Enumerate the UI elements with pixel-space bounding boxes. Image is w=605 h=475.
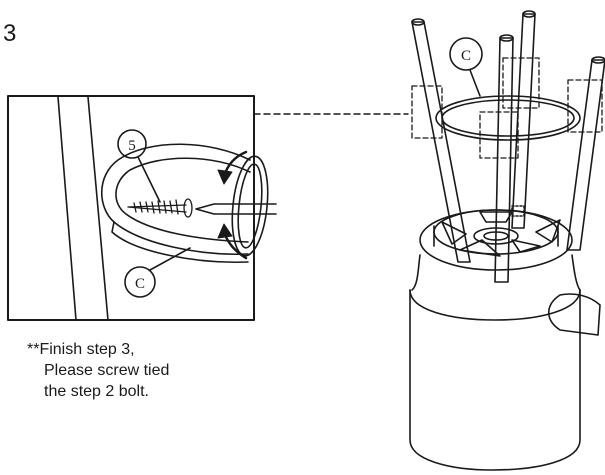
callout-circle-screw (117, 129, 147, 159)
callout-label-ring-detail: C (135, 276, 145, 292)
callout-label-ring-main: C (461, 48, 471, 64)
assembly-note: **Finish step 3, Please screw tied the s… (27, 339, 169, 402)
detail-frame (7, 95, 255, 321)
ring-main (435, 95, 581, 141)
note-line-3: the step 2 bolt. (44, 383, 149, 400)
detail-tube-end (231, 155, 269, 257)
screw (127, 198, 193, 218)
note-line-1: **Finish step 3, (27, 341, 135, 358)
callout-circle-ring-detail (124, 266, 156, 298)
base-cylinder (409, 254, 601, 471)
detail-wall (57, 96, 109, 321)
highlight-boxes (411, 57, 603, 159)
note-line-2: Please screw tied (44, 362, 170, 379)
callout-circle-ring-main (449, 37, 483, 71)
step-number: 3 (3, 20, 17, 47)
detail-ring-cradle (101, 143, 251, 256)
callout-label-screw: 5 (128, 138, 136, 154)
legs (411, 10, 605, 283)
screwdriver (195, 203, 277, 215)
